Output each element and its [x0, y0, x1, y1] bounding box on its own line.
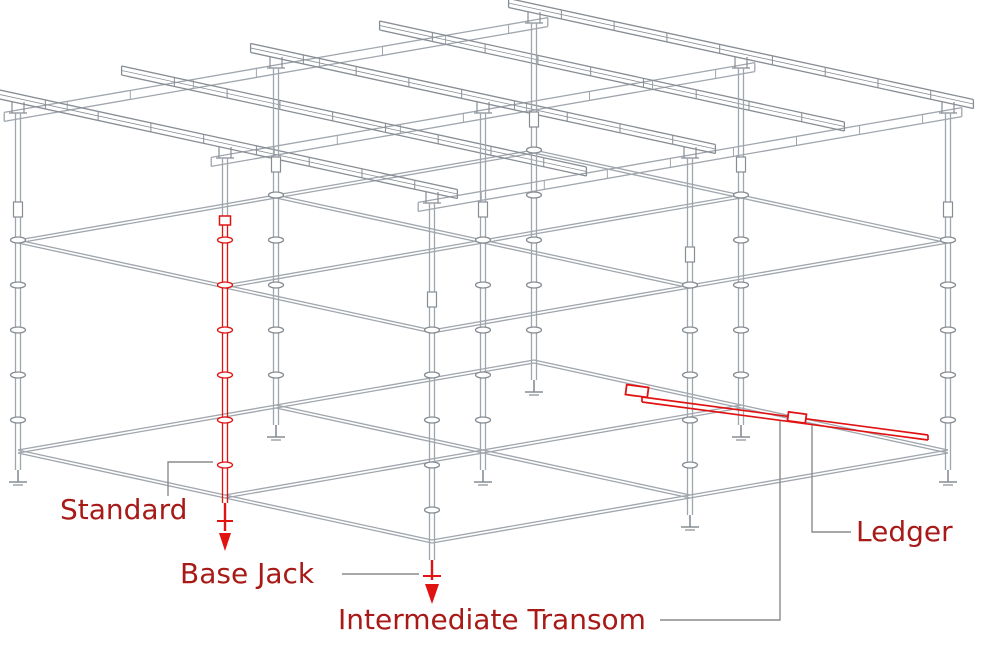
standard-post	[9, 102, 27, 486]
ledger-transom-highlight	[624, 383, 929, 441]
standard-post	[525, 12, 543, 396]
standards	[9, 12, 957, 604]
ledgers-and-transoms	[17, 149, 949, 544]
top-beams-primary	[0, 0, 975, 200]
standard-post	[423, 192, 441, 604]
standard-post	[939, 102, 957, 486]
label-standard: Standard	[60, 493, 188, 526]
standard-post	[474, 102, 492, 486]
top-beams-secondary	[3, 16, 963, 213]
label-ledger: Ledger	[856, 515, 953, 548]
standard-highlighted	[216, 147, 234, 551]
leader-lines	[167, 421, 851, 621]
standard-post	[681, 147, 699, 531]
standard-post	[267, 57, 285, 441]
label-intermediate-transom: Intermediate Transom	[338, 603, 646, 636]
label-base-jack: Base Jack	[180, 557, 315, 590]
standard-post	[732, 57, 750, 441]
